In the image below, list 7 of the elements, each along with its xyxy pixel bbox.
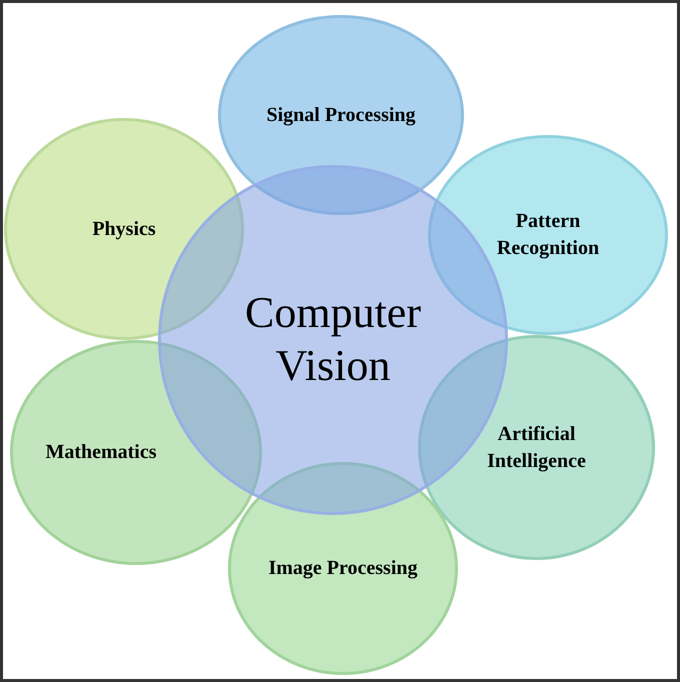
topic-label: Artificial Intelligence	[486, 422, 587, 474]
topic-label: Physics	[92, 216, 156, 242]
topic-label: Signal Processing	[266, 102, 416, 128]
topic-label: Pattern Recognition	[496, 209, 600, 261]
topic-label: Mathematics	[45, 440, 157, 465]
center-title: Computer Vision	[244, 287, 422, 392]
topic-label: Image Processing	[268, 556, 418, 581]
